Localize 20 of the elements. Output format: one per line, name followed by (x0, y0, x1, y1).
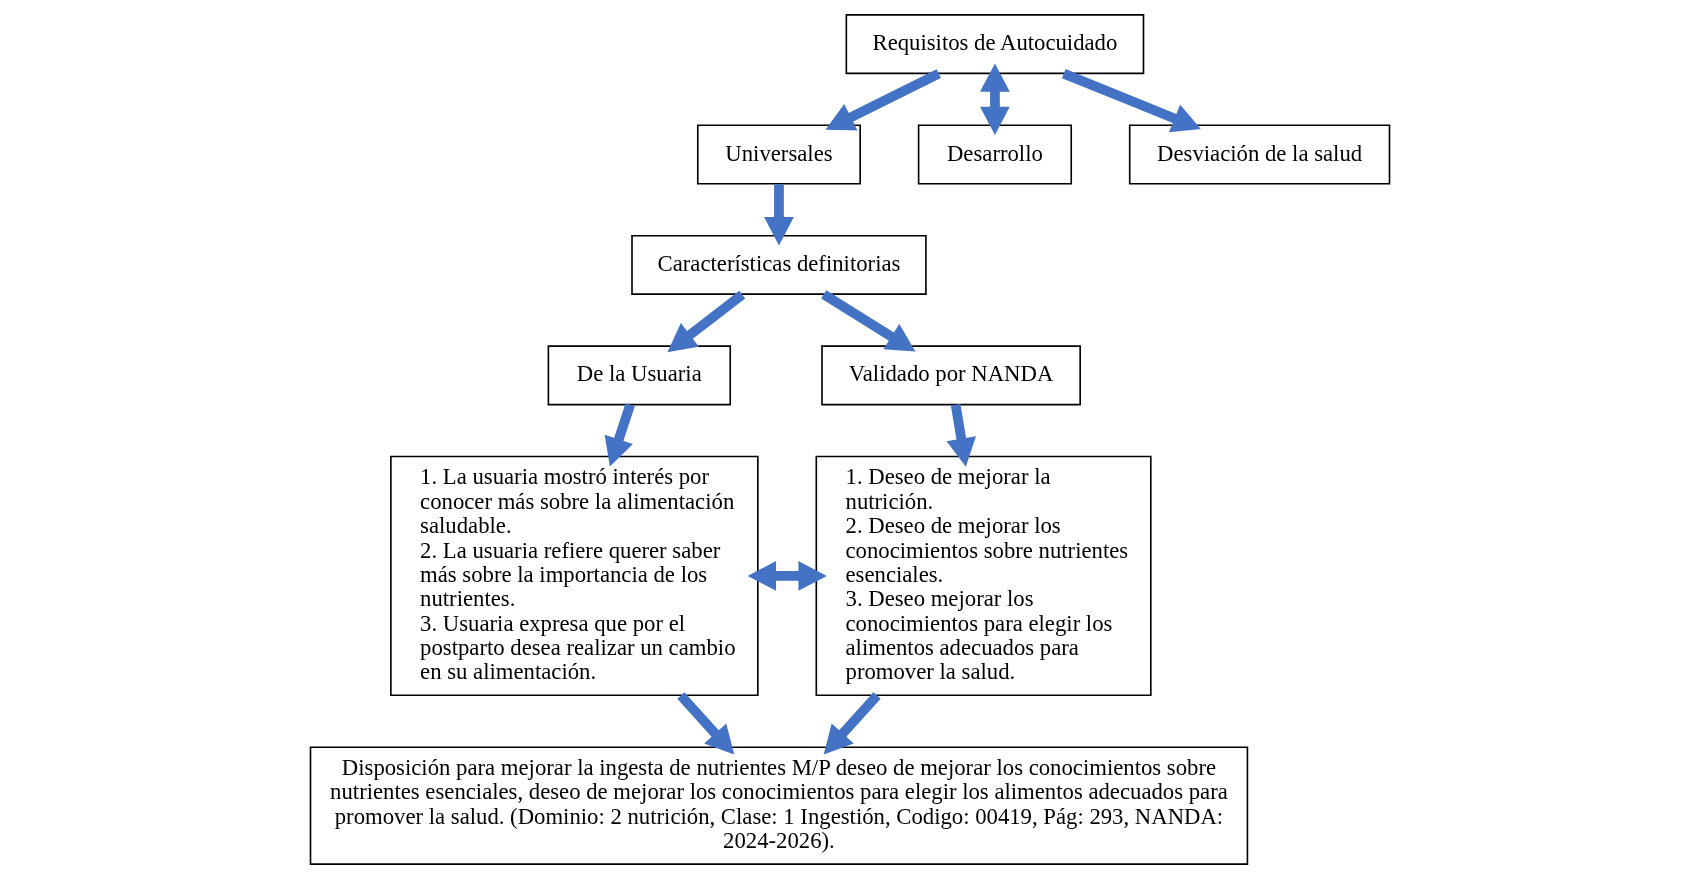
arrow (1061, 69, 1201, 133)
node-box: Características definitorias (631, 234, 927, 295)
arrow (946, 404, 976, 467)
node-box: Desviación de la salud (1128, 124, 1391, 185)
arrow (747, 561, 827, 591)
arrow (821, 290, 916, 352)
node-box: De la Usuaria (547, 345, 732, 406)
node-box: Validado por NANDA (821, 345, 1081, 406)
node-box: 1. Deseo de mejorar la nutrición. 2. Deseo de mejorar los conocimientos sobre nutrientes esenciales. 3. Deseo mejorar los conocimientos para elegir los alimentos adecuados para promover la salud. (815, 455, 1152, 697)
arrow (677, 692, 735, 755)
node-box: Requisitos de Autocuidado (845, 14, 1145, 75)
arrow (604, 403, 635, 467)
arrow (667, 290, 746, 353)
arrow (980, 63, 1010, 136)
arrow (823, 692, 881, 755)
node-box: 1. La usuaria mostró interés por conocer más sobre la alimentación saludable. 2. La usuaria refiere querer saber más sobre la importancia de los nutrientes. 3. Usuaria expresa que por el postparto desea realizar un cambio en su alimentación. (390, 455, 759, 697)
node-box: Universales (696, 124, 861, 185)
node-box: Desarrollo (917, 124, 1073, 185)
node-box: Disposición para mejorar la ingesta de nutrientes M/P deseo de mejorar los conocimientos sobre nutrientes esenciales, deseo de mejorar los conocimientos para elegir los alimentos adecuados para promover la salud. (Dominio: 2 nutrición, Clase: 1 Ingestión, Codigo: 00419, Pág: 293, NANDA: 2024-2026). (309, 746, 1249, 865)
arrow (764, 184, 794, 246)
